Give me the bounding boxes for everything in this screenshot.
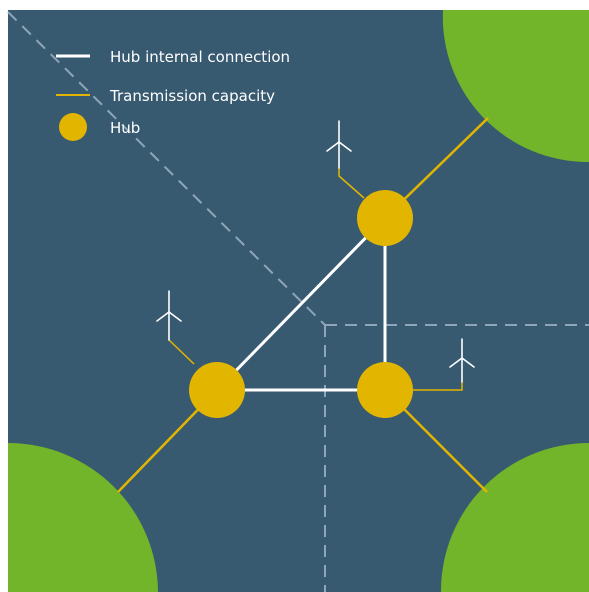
land-areas [8,10,589,592]
legend-swatch-hub [59,113,87,141]
turbine-links [168,168,463,391]
hub-top [357,190,413,246]
legend-label-hub: Hub [110,119,140,137]
legend: Hub internal connection Transmission cap… [56,48,290,141]
land-bottom-left [8,443,158,592]
legend-label-transmission: Transmission capacity [109,87,275,105]
hub-left [189,362,245,418]
land-top-right [442,10,589,163]
turbine-link-right [410,382,463,391]
zone-borders [7,11,589,592]
wind-turbine-icon [449,338,475,383]
hubs [189,190,413,418]
wind-turbines [156,120,475,383]
border-diagonal [7,11,326,326]
turbine-link-top [338,168,365,199]
turbine-link-left [168,339,195,365]
legend-label-internal-connection: Hub internal connection [110,48,290,66]
wind-turbine-icon [156,290,182,341]
wind-turbine-icon [326,120,352,169]
internal-connection-diagonal [215,216,387,392]
hub-right [357,362,413,418]
land-bottom-right [440,443,589,592]
